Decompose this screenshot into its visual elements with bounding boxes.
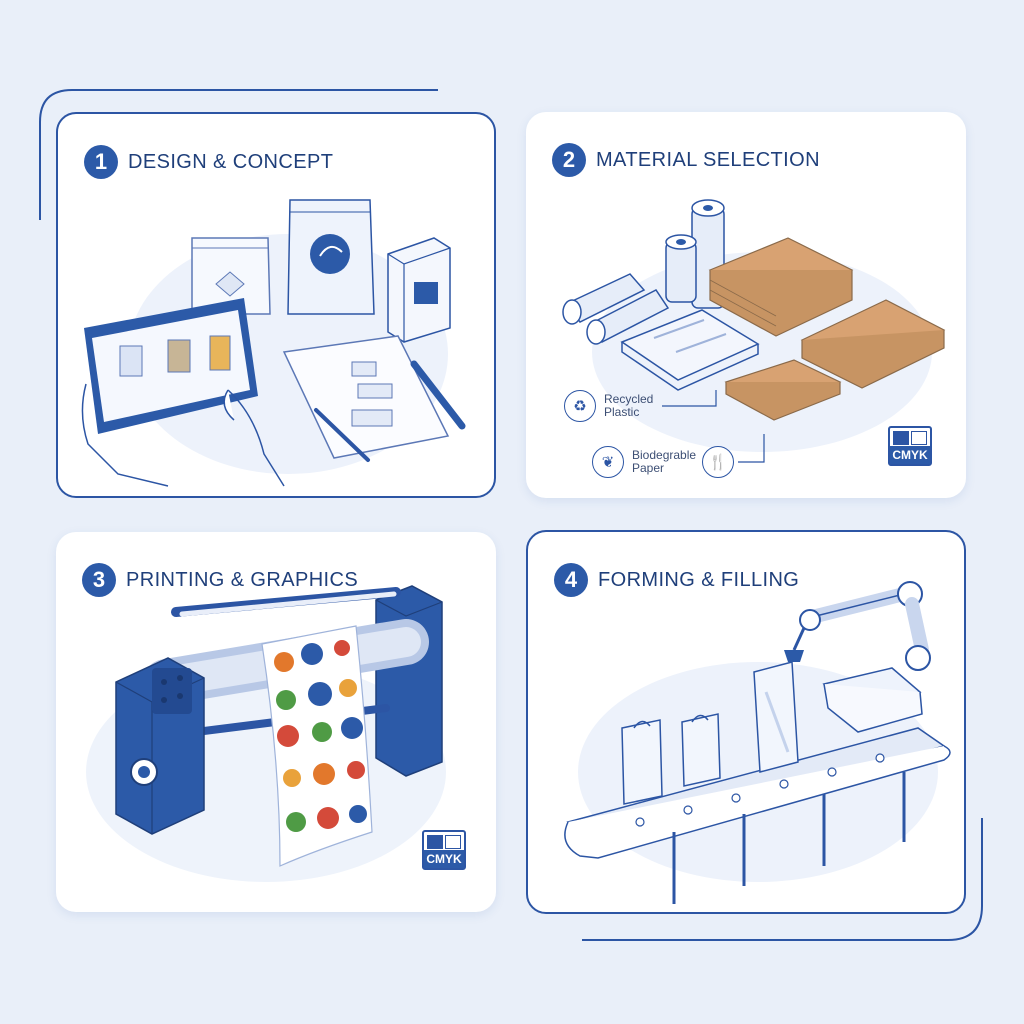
- leaf-icon: ❦: [592, 446, 624, 478]
- cutlery-icon: 🍴: [702, 446, 734, 478]
- robotic-arm: [784, 581, 931, 671]
- step-2-header: 2 MATERIAL SELECTION: [552, 142, 820, 178]
- step-4-header: 4 FORMING & FILLING: [554, 562, 799, 598]
- step-3-header: 3 PRINTING & GRAPHICS: [82, 562, 358, 598]
- forming-filling-illustration: [564, 581, 951, 904]
- pencil-sketch: [314, 408, 370, 462]
- recycle-icon: ♻: [564, 390, 596, 422]
- package-bag-1: [621, 719, 663, 805]
- step-2-panel: 2 MATERIAL SELECTION: [526, 112, 966, 498]
- step-2-number: 2: [552, 143, 586, 177]
- recycled-plastic-label: ♻ Recycled Plastic: [564, 390, 664, 422]
- conveyor-belt: [564, 727, 951, 904]
- plastic-sheet-stack: [620, 309, 760, 391]
- biodegradable-paper-label: ❦ Biodegrable Paper: [592, 446, 696, 478]
- step-4-number: 4: [554, 563, 588, 597]
- cutlery-marker: 🍴: [702, 446, 734, 478]
- kraft-paper-stacks: [708, 237, 946, 421]
- clear-pouch-sketch: [191, 237, 271, 315]
- design-concept-illustration: [81, 199, 466, 487]
- step-1-header: 1 DESIGN & CONCEPT: [84, 144, 333, 180]
- paper-sketch-sheet: [282, 335, 450, 459]
- step-3-title: PRINTING & GRAPHICS: [126, 568, 359, 591]
- material-selection-illustration: [562, 199, 946, 463]
- stand-up-pouch-sketch: [287, 199, 375, 315]
- step-3-number: 3: [82, 563, 116, 597]
- product-box-sketch: [387, 237, 451, 343]
- step-1-panel: 1 DESIGN & CONCEPT: [56, 112, 496, 498]
- step-4-panel: 4 FORMING & FILLING: [526, 530, 966, 914]
- package-bag-2: [681, 713, 721, 787]
- printing-press-illustration: [86, 585, 446, 882]
- pen-sketch: [410, 360, 466, 430]
- step-1-number: 1: [84, 145, 118, 179]
- step-3-panel: 3 PRINTING & GRAPHICS: [56, 532, 496, 912]
- cmyk-badge: CMYK: [888, 426, 932, 466]
- step-4-title: FORMING & FILLING: [598, 568, 800, 591]
- tablet-sketch: [84, 298, 258, 434]
- step-1-title: DESIGN & CONCEPT: [128, 150, 334, 173]
- step-2-title: MATERIAL SELECTION: [596, 148, 820, 171]
- cmyk-badge: CMYK: [422, 830, 466, 870]
